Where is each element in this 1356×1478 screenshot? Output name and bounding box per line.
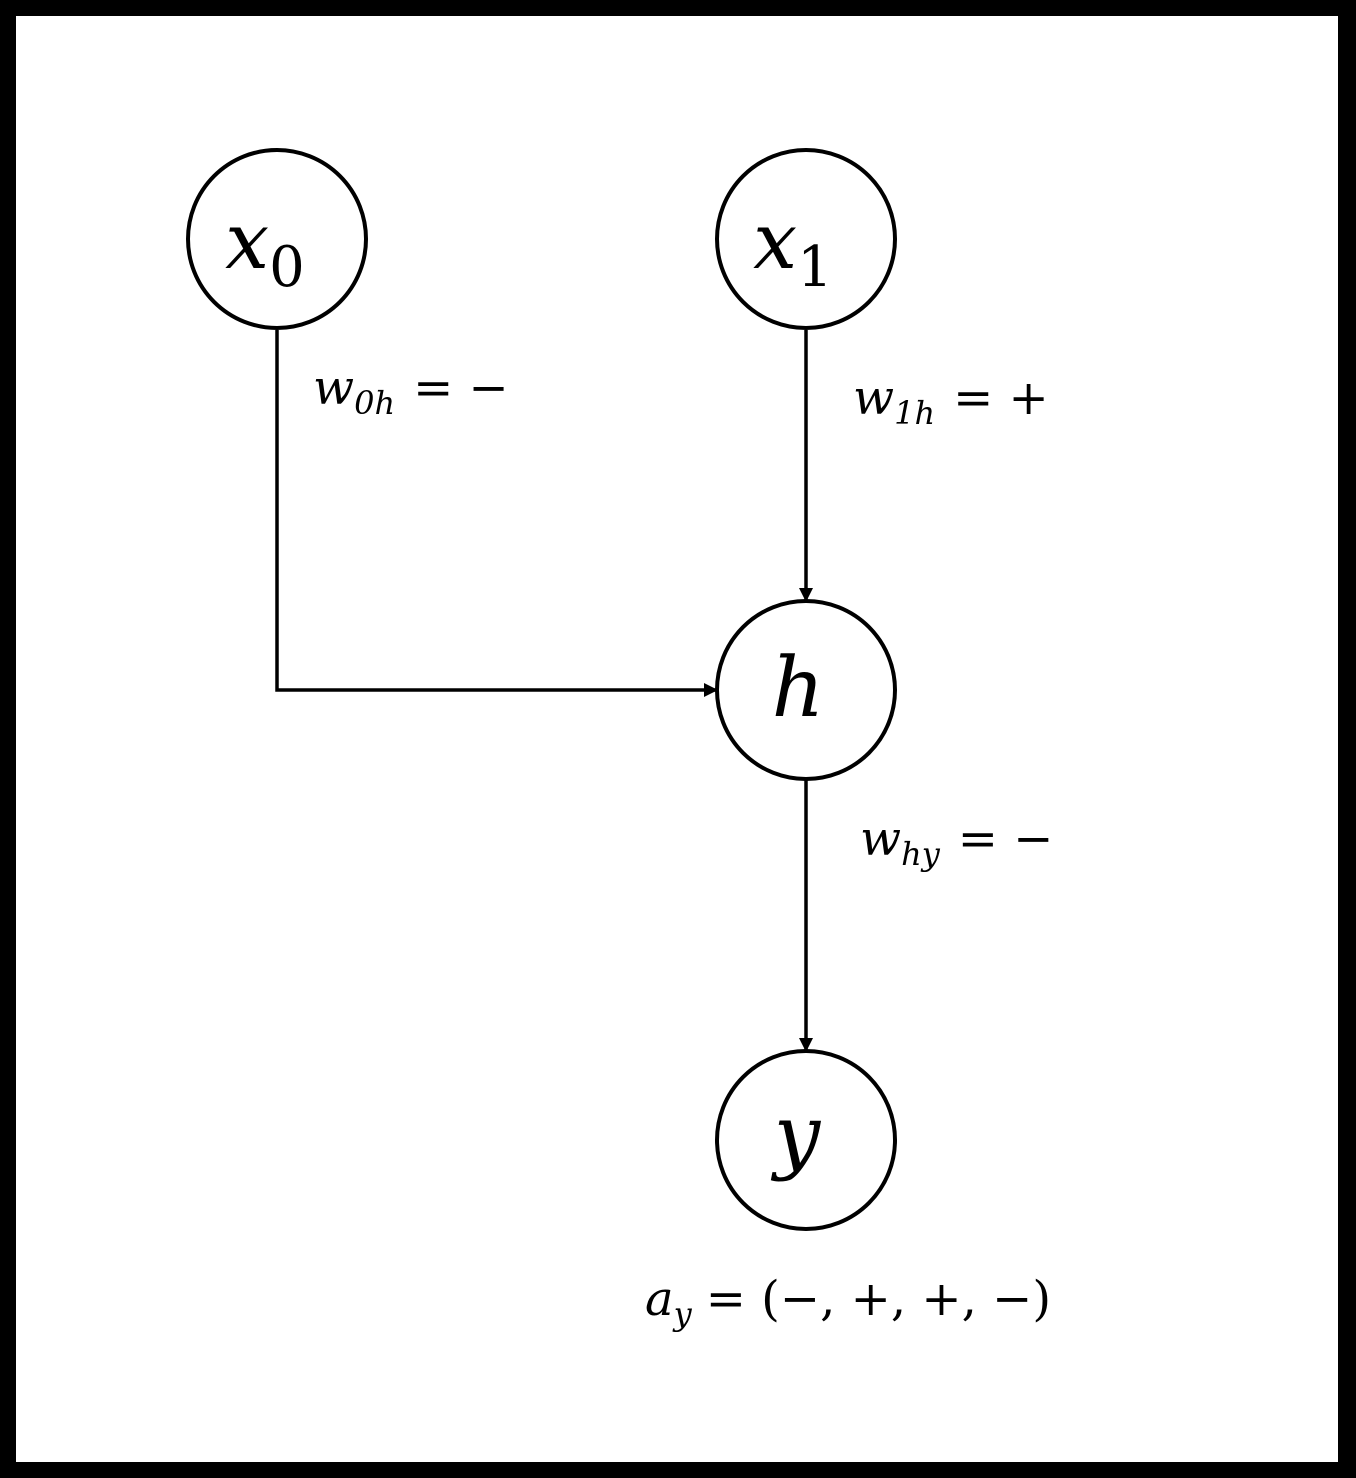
node-y-label: y (770, 1088, 822, 1183)
edges (275, 330, 813, 1052)
node-x1: x1 (715, 148, 897, 330)
edge-x0-to-h (275, 330, 718, 697)
output-activation-label: ay= (−, +, +, −) (645, 1271, 1051, 1333)
edge-label-w1h: w1h= + (853, 370, 1049, 432)
node-x1-circle (715, 148, 897, 330)
node-h: h (715, 599, 897, 781)
node-h-label: h (772, 641, 825, 736)
node-y-circle (715, 1049, 897, 1231)
node-x0-label: x0 (225, 197, 305, 300)
node-x1-label: x1 (753, 197, 833, 300)
node-x0-circle (186, 148, 368, 330)
node-x0: x0 (186, 148, 368, 330)
node-y: y (715, 1049, 897, 1231)
edge-label-w0h: w0h= − (313, 360, 509, 422)
node-h-circle (715, 599, 897, 781)
edge-label-why: why= − (860, 811, 1053, 873)
